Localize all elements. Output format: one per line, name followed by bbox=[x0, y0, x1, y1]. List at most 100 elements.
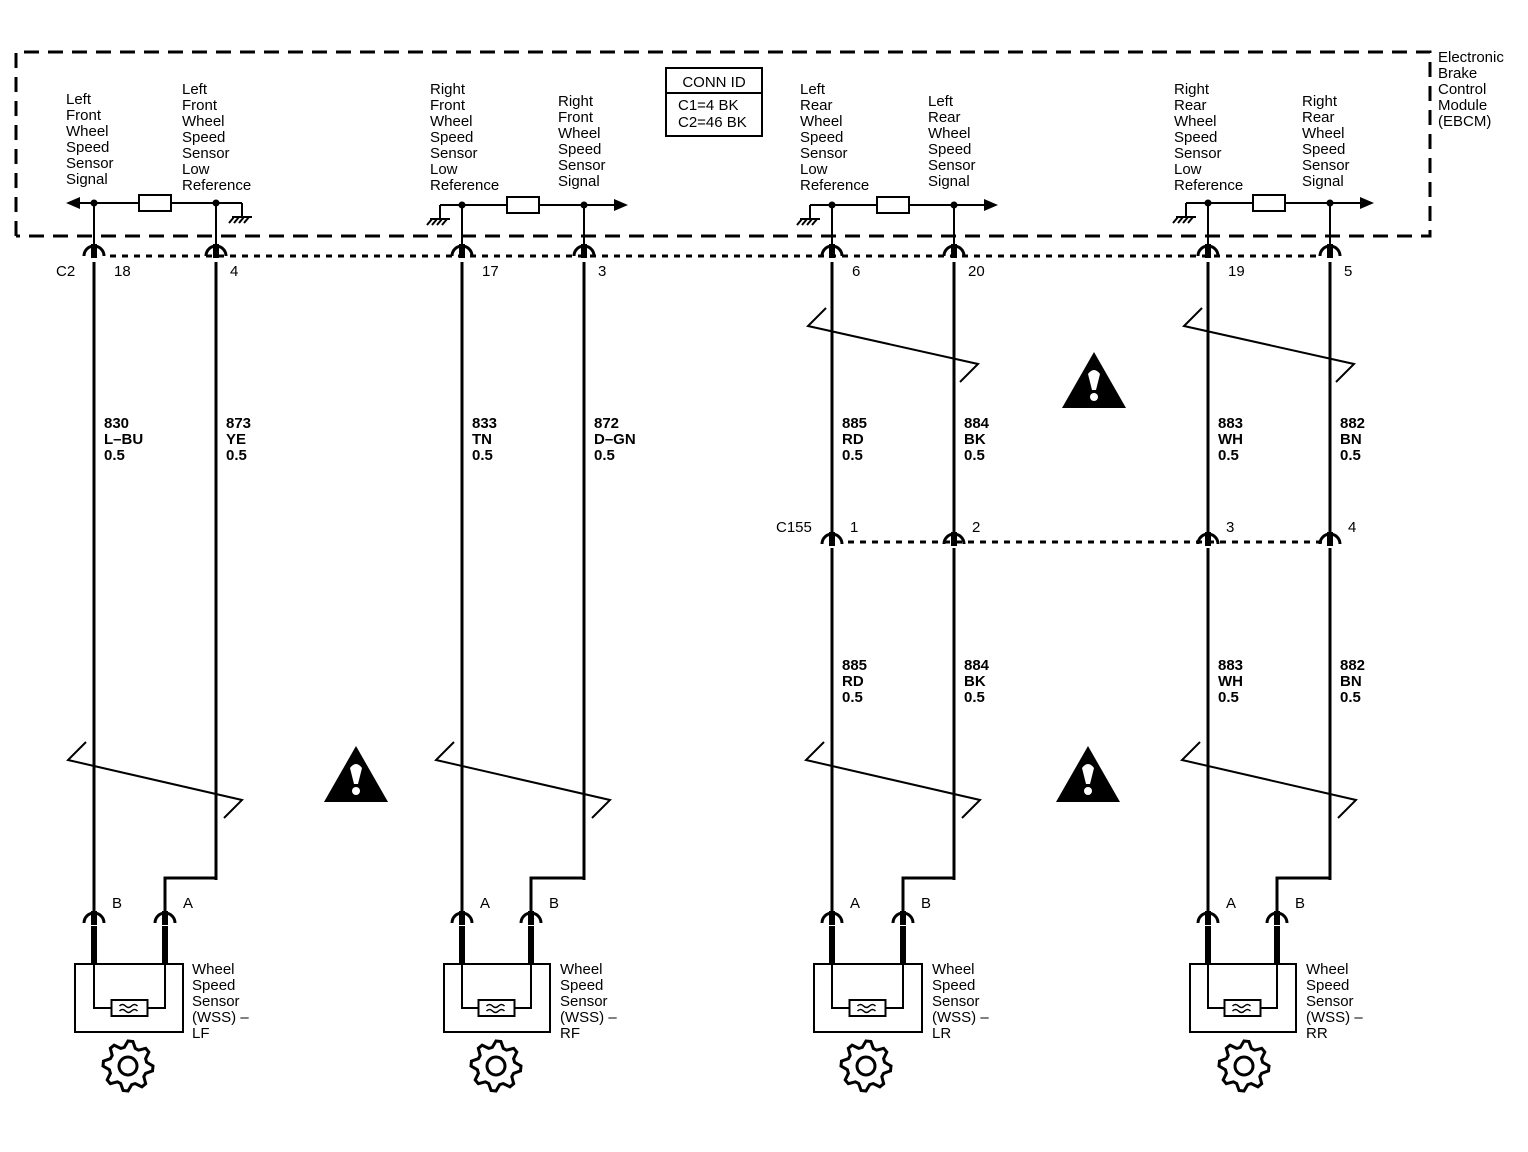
wire-size: 0.5 bbox=[964, 689, 985, 706]
circuit-number: 884 bbox=[964, 657, 990, 674]
circuit-description-line: Speed bbox=[800, 129, 843, 146]
resistor-icon bbox=[876, 196, 910, 214]
wire-color: YE bbox=[226, 431, 246, 448]
ground-icon bbox=[1172, 216, 1196, 224]
resistor-icon bbox=[138, 194, 172, 212]
wire-color: D–GN bbox=[594, 431, 636, 448]
wire-color: BK bbox=[964, 431, 986, 448]
conn-id-line: C1=4 BK bbox=[678, 97, 738, 114]
sensor-pin-letter: A bbox=[480, 895, 490, 912]
circuit-description-line: Speed bbox=[182, 129, 225, 146]
inline-pin-number: 1 bbox=[850, 519, 858, 536]
circuit-description-line: Signal bbox=[66, 171, 108, 188]
circuit-number: 885 bbox=[842, 415, 867, 432]
connector-terminal-icon bbox=[1318, 532, 1342, 546]
module-name-line: Electronic bbox=[1438, 49, 1504, 66]
sensor-name-line: RF bbox=[560, 1025, 580, 1042]
circuit-description-line: Front bbox=[558, 109, 594, 126]
arrow-icon bbox=[1360, 197, 1374, 209]
gear-icon bbox=[469, 1039, 523, 1093]
wire-color: RD bbox=[842, 673, 864, 690]
connector-terminal-icon bbox=[1196, 532, 1220, 546]
pin-number: 17 bbox=[482, 263, 499, 280]
sensor-name-line: RR bbox=[1306, 1025, 1328, 1042]
wire-size: 0.5 bbox=[1218, 689, 1239, 706]
wire-size: 0.5 bbox=[1340, 447, 1361, 464]
sensor-name-line: Speed bbox=[560, 977, 603, 994]
sensor-body bbox=[443, 963, 551, 1033]
inline-connector-label: C155 bbox=[776, 519, 812, 536]
circuit-description-line: Rear bbox=[928, 109, 961, 126]
sensor-pin-letter: A bbox=[183, 895, 193, 912]
sensor-body bbox=[1189, 963, 1297, 1033]
sensor-pin-letter: B bbox=[1295, 895, 1305, 912]
sensor-name-line: Wheel bbox=[560, 961, 603, 978]
circuit-description-line: Left bbox=[800, 81, 826, 98]
wire-color: BN bbox=[1340, 431, 1362, 448]
module-name-line: Control bbox=[1438, 81, 1486, 98]
circuit-description-line: Wheel bbox=[558, 125, 601, 142]
wire-size: 0.5 bbox=[964, 447, 985, 464]
wire-break-symbol bbox=[806, 307, 980, 383]
sensor-pin-letter: B bbox=[112, 895, 122, 912]
connector-terminal-icon bbox=[891, 911, 915, 925]
pin-number: 20 bbox=[968, 263, 985, 280]
circuit-description-line: Sensor bbox=[182, 145, 230, 162]
gear-icon bbox=[1217, 1039, 1271, 1093]
wire-size: 0.5 bbox=[842, 447, 863, 464]
sensor-name-line: LR bbox=[932, 1025, 951, 1042]
sensor-name-line: (WSS) – bbox=[192, 1009, 249, 1026]
connector-terminal-icon bbox=[572, 244, 596, 258]
connector-terminal-icon bbox=[1318, 244, 1342, 258]
circuit-description-line: Speed bbox=[430, 129, 473, 146]
wire-size: 0.5 bbox=[1340, 689, 1361, 706]
connector-terminal-icon bbox=[942, 244, 966, 258]
inline-pin-number: 3 bbox=[1226, 519, 1234, 536]
circuit-description-line: Wheel bbox=[1174, 113, 1217, 130]
wire-size: 0.5 bbox=[226, 447, 247, 464]
caution-triangle-icon bbox=[324, 746, 388, 802]
conn-id-box: CONN ID C1=4 BK C2=46 BK bbox=[665, 67, 763, 137]
wire-size: 0.5 bbox=[594, 447, 615, 464]
circuit-description-line: Right bbox=[430, 81, 466, 98]
circuit-description-line: Wheel bbox=[928, 125, 971, 142]
circuit-number: 882 bbox=[1340, 657, 1365, 674]
sensor-pin-letter: B bbox=[921, 895, 931, 912]
sensor-name-line: Speed bbox=[932, 977, 975, 994]
circuit-number: 833 bbox=[472, 415, 497, 432]
sensor-name-line: (WSS) – bbox=[932, 1009, 989, 1026]
wire-color: WH bbox=[1218, 673, 1243, 690]
circuit-description-line: Wheel bbox=[1302, 125, 1345, 142]
wire-break-symbol bbox=[804, 741, 982, 819]
sensor-name-line: Speed bbox=[192, 977, 235, 994]
sensor-name-line: (WSS) – bbox=[1306, 1009, 1363, 1026]
sensor-name-line: Wheel bbox=[192, 961, 235, 978]
caution-triangle-icon bbox=[1062, 352, 1126, 408]
circuit-description-line: Right bbox=[1302, 93, 1338, 110]
wire-size: 0.5 bbox=[472, 447, 493, 464]
circuit-description-line: Left bbox=[928, 93, 954, 110]
circuit-description-line: Sensor bbox=[430, 145, 478, 162]
resistor-icon bbox=[1252, 194, 1286, 212]
circuit-description-line: Reference bbox=[800, 177, 869, 194]
module-connector-label: C2 bbox=[56, 263, 75, 280]
ebcm-module-outline bbox=[14, 50, 1432, 238]
circuit-description-line: Sensor bbox=[1302, 157, 1350, 174]
circuit-description-line: Left bbox=[182, 81, 208, 98]
sensor-body bbox=[74, 963, 184, 1033]
wire bbox=[163, 876, 218, 914]
ground-icon bbox=[796, 218, 820, 226]
circuit-description-line: Reference bbox=[430, 177, 499, 194]
circuit-description-line: Signal bbox=[558, 173, 600, 190]
resistor-icon bbox=[506, 196, 540, 214]
module-name-line: Brake bbox=[1438, 65, 1477, 82]
module-name-line: (EBCM) bbox=[1438, 113, 1491, 130]
wire-size: 0.5 bbox=[1218, 447, 1239, 464]
wire-size: 0.5 bbox=[104, 447, 125, 464]
